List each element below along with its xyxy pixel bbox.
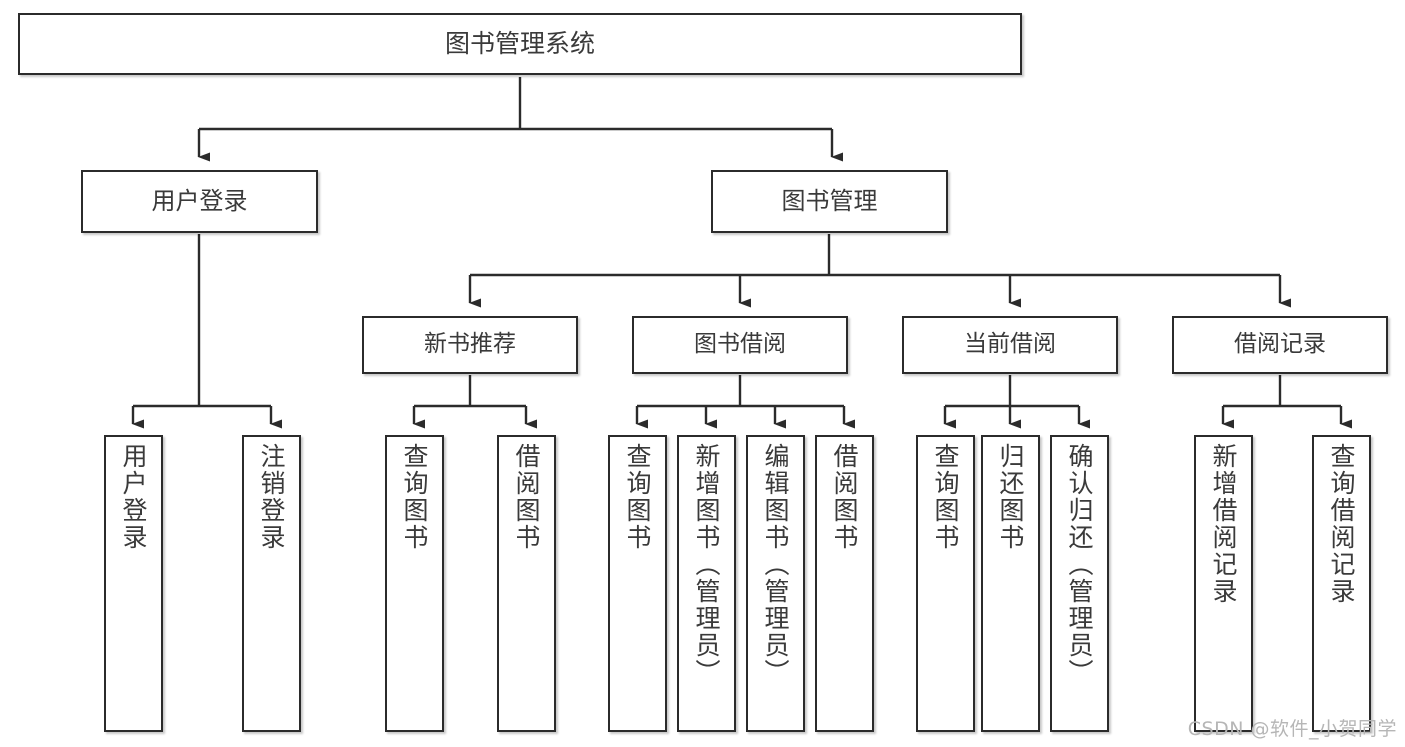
leaf-user-login-login[interactable]: 用户登录 xyxy=(104,435,163,732)
leaf-new-book-query-book[interactable]: 查询图书 xyxy=(385,435,444,732)
node-label: 图书管理系统 xyxy=(444,29,595,59)
node-label: 查询图书 xyxy=(400,443,429,551)
node-label: 新书推荐 xyxy=(424,331,516,358)
node-label: 归还图书 xyxy=(996,443,1025,551)
node-label: 图书管理 xyxy=(781,187,878,216)
node-new-book-recommend[interactable]: 新书推荐 xyxy=(362,316,578,374)
node-label: 查询图书 xyxy=(931,443,960,551)
leaf-current-borrow-confirm-return-admin[interactable]: 确认归还（管理员） xyxy=(1050,435,1109,732)
node-label: 用户登录 xyxy=(119,443,148,551)
node-user-login[interactable]: 用户登录 xyxy=(81,170,318,233)
leaf-borrow-record-query-record[interactable]: 查询借阅记录 xyxy=(1312,435,1371,732)
leaf-book-borrow-query-book[interactable]: 查询图书 xyxy=(608,435,667,732)
leaf-current-borrow-return-book[interactable]: 归还图书 xyxy=(981,435,1040,732)
node-label: 借阅图书 xyxy=(830,443,859,551)
node-label: 借阅记录 xyxy=(1234,331,1326,358)
node-label: 新增图书（管理员） xyxy=(692,443,721,686)
node-label: 当前借阅 xyxy=(964,331,1056,358)
node-book-management[interactable]: 图书管理 xyxy=(711,170,948,233)
leaf-book-borrow-add-book-admin[interactable]: 新增图书（管理员） xyxy=(677,435,736,732)
node-current-borrow[interactable]: 当前借阅 xyxy=(902,316,1118,374)
node-label: 查询借阅记录 xyxy=(1327,443,1356,605)
leaf-current-borrow-query-book[interactable]: 查询图书 xyxy=(916,435,975,732)
watermark-text: CSDN @软件_小贺同学 xyxy=(1187,718,1397,740)
node-label: 借阅图书 xyxy=(512,443,541,551)
node-label: 新增借阅记录 xyxy=(1209,443,1238,605)
leaf-book-borrow-edit-book-admin[interactable]: 编辑图书（管理员） xyxy=(746,435,805,732)
leaf-borrow-record-add-record[interactable]: 新增借阅记录 xyxy=(1194,435,1253,732)
node-label: 确认归还（管理员） xyxy=(1065,443,1094,686)
node-label: 注销登录 xyxy=(257,443,286,551)
node-label: 用户登录 xyxy=(151,187,248,216)
node-label: 查询图书 xyxy=(623,443,652,551)
leaf-new-book-borrow-book[interactable]: 借阅图书 xyxy=(497,435,556,732)
node-borrow-record[interactable]: 借阅记录 xyxy=(1172,316,1388,374)
node-label: 图书借阅 xyxy=(694,331,786,358)
leaf-book-borrow-borrow-book[interactable]: 借阅图书 xyxy=(815,435,874,732)
leaf-user-login-logout[interactable]: 注销登录 xyxy=(242,435,301,732)
node-root-book-management-system[interactable]: 图书管理系统 xyxy=(18,13,1022,75)
node-label: 编辑图书（管理员） xyxy=(761,443,790,686)
node-book-borrow[interactable]: 图书借阅 xyxy=(632,316,848,374)
